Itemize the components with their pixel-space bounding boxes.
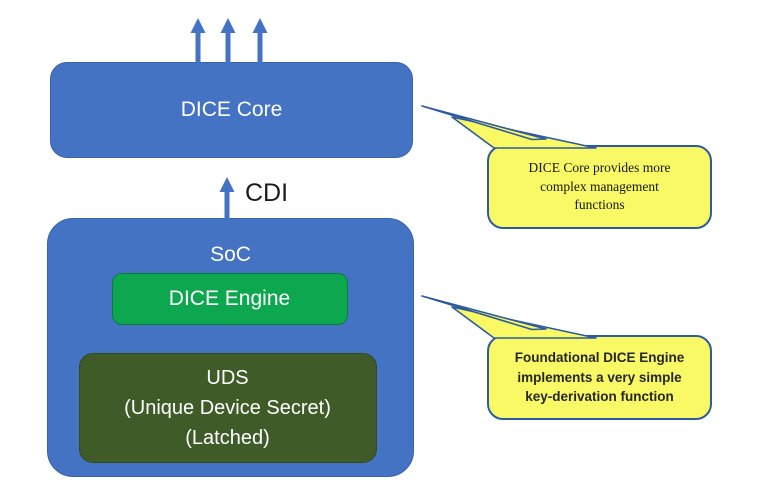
dice-engine-box: DICE Engine [111,272,348,325]
soc-box: SoC DICE Engine UDS (Unique Device Secre… [47,218,414,477]
callout-dice-engine: Foundational DICE Engine implements a ve… [487,335,712,420]
callout-dice-core-line-3: functions [574,197,625,213]
soc-label: SoC [210,243,251,266]
cdi-arrow-icon [219,177,235,219]
up-arrow-icon [252,18,268,63]
dice-core-label: DICE Core [180,98,283,121]
uds-line-2: (Unique Device Secret) [124,396,331,419]
up-arrow-icon [190,18,206,63]
dice-engine-label: DICE Engine [168,286,291,310]
callout-dice-core: DICE Core provides more complex manageme… [487,145,712,229]
callout-tail [421,105,597,149]
dice-core-box: DICE Core [50,62,413,158]
cdi-label: CDI [245,179,289,207]
callout-dice-engine-line-2: implements a very simple [517,369,682,385]
uds-line-3: (Latched) [185,426,270,449]
callout-dice-engine-line-1: Foundational DICE Engine [514,350,685,366]
uds-box: UDS (Unique Device Secret) (Latched) [78,352,377,463]
callout-tail [421,295,597,339]
up-arrow-icon [220,18,236,63]
callout-dice-core-line-1: DICE Core provides more [528,160,671,176]
callout-dice-engine-line-3: key-derivation function [525,389,674,405]
uds-line-1: UDS [206,366,249,389]
callout-dice-core-line-2: complex management [540,178,659,194]
